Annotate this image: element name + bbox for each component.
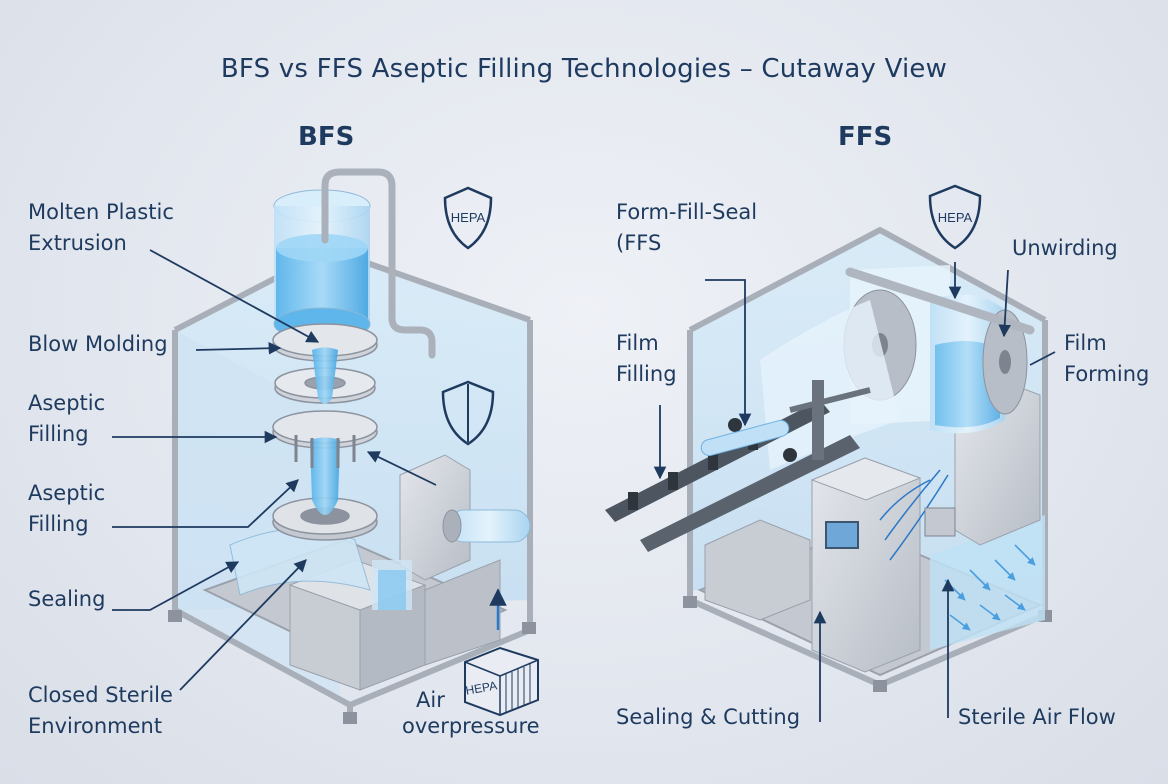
label-unwinding: Unwirding	[1012, 236, 1118, 260]
ffs-hepa-shield-text: HEPA	[938, 210, 973, 225]
label-film-forming-line1: Film	[1064, 331, 1107, 355]
label-sterile-air-flow: Sterile Air Flow	[958, 705, 1116, 729]
label-closed-sterile: Closed Sterile	[28, 683, 173, 707]
label-aseptic-filling-a-line1: Aseptic	[28, 391, 106, 415]
bfs-hepa-filter-text: HEPA	[464, 678, 498, 697]
label-environment: Environment	[28, 714, 163, 738]
bfs-callouts	[112, 249, 437, 691]
label-overpressure: overpressure	[402, 714, 540, 738]
label-blow-molding: Blow Molding	[28, 332, 168, 356]
ffs-machine: HEPA	[605, 184, 1052, 692]
ffs-heading: FFS	[838, 122, 893, 152]
bfs-machine: HEPA HEPA	[168, 168, 539, 724]
label-film-filling-line2: Filling	[616, 362, 677, 386]
label-form-fill-seal: Form-Fill-Seal	[616, 200, 758, 224]
label-extrusion: Extrusion	[28, 231, 127, 255]
label-film-filling-line1: Film	[616, 331, 659, 355]
label-film-forming-line2: Forming	[1064, 362, 1150, 386]
ffs-callouts	[653, 262, 1056, 722]
label-aseptic-filling-b-line2: Filling	[28, 512, 89, 536]
label-ffs-abbr: (FFS	[616, 231, 662, 255]
label-aseptic-filling-b-line1: Aseptic	[28, 481, 106, 505]
bfs-hepa-shield-text: HEPA	[451, 210, 486, 225]
label-air: Air	[416, 688, 445, 712]
label-sealing-cutting: Sealing & Cutting	[616, 705, 801, 729]
label-molten-plastic: Molten Plastic	[28, 200, 174, 224]
label-aseptic-filling-a-line2: Filling	[28, 422, 89, 446]
page-title: BFS vs FFS Aseptic Filling Technologies …	[220, 54, 948, 84]
hepa-filter-box: HEPA	[464, 646, 539, 717]
label-sealing: Sealing	[28, 587, 106, 611]
bfs-heading: BFS	[298, 122, 355, 152]
